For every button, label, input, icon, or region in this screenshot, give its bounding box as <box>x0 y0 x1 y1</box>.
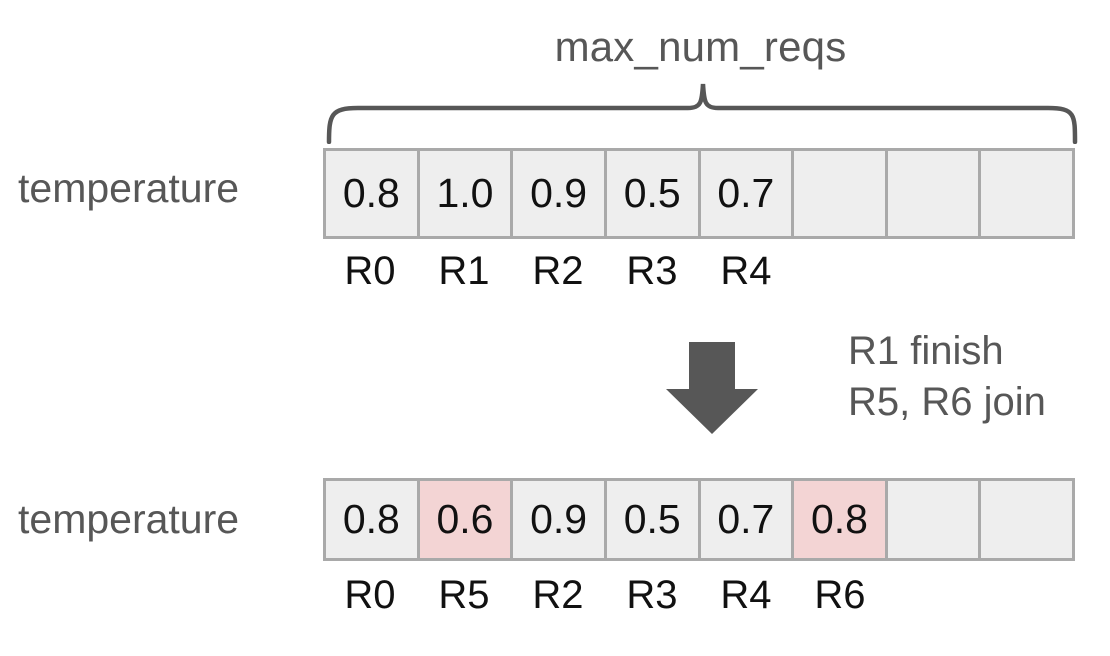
down-arrow-icon <box>666 342 758 434</box>
request-id: R3 <box>626 573 678 617</box>
temperature-buffer-before: 0.8 1.0 0.9 0.5 0.7 <box>323 148 1075 239</box>
buffer-cell[interactable]: 0.5 <box>606 481 701 558</box>
buffer-cell-empty[interactable] <box>981 481 1072 558</box>
buffer-cell[interactable]: 0.7 <box>700 481 795 558</box>
row-label-temperature-before: temperature <box>18 165 240 211</box>
request-id: R1 <box>438 249 490 293</box>
buffer-cell-empty[interactable] <box>887 481 982 558</box>
request-id: R0 <box>344 249 396 293</box>
buffer-cell-highlighted[interactable]: 0.8 <box>794 481 888 558</box>
request-id: R4 <box>720 249 772 293</box>
buffer-cell[interactable]: 0.8 <box>326 481 420 558</box>
note-line-1: R1 finish <box>848 329 1004 373</box>
request-id-empty <box>887 251 981 291</box>
buffer-cell-empty[interactable] <box>981 151 1072 236</box>
max-num-reqs-title: max_num_reqs <box>554 23 847 70</box>
request-id: R3 <box>626 249 678 293</box>
buffer-cell[interactable]: 1.0 <box>419 151 514 236</box>
request-id: R5 <box>438 573 490 617</box>
temperature-buffer-after: 0.8 0.6 0.9 0.5 0.7 0.8 <box>323 478 1075 561</box>
buffer-cell-empty[interactable] <box>794 151 888 236</box>
request-id: R0 <box>344 573 396 617</box>
row-label-temperature-after: temperature <box>18 496 240 542</box>
request-id: R2 <box>532 249 584 293</box>
request-id: R2 <box>532 573 584 617</box>
request-id-empty <box>793 251 887 291</box>
buffer-cell[interactable]: 0.5 <box>606 151 701 236</box>
curly-brace-icon <box>326 83 1078 144</box>
buffer-cell[interactable]: 0.9 <box>513 481 607 558</box>
request-id: R6 <box>814 573 866 617</box>
buffer-cell[interactable]: 0.8 <box>326 151 420 236</box>
request-id-empty <box>981 251 1075 291</box>
request-ids-before: R0 R1 R2 R3 R4 <box>323 251 1075 291</box>
buffer-cell[interactable]: 0.7 <box>700 151 795 236</box>
buffer-cell-empty[interactable] <box>887 151 982 236</box>
buffer-cell[interactable]: 0.9 <box>513 151 607 236</box>
request-id: R4 <box>720 573 772 617</box>
transition-note: R1 finish R5, R6 join <box>848 326 1046 428</box>
request-id-empty <box>887 575 981 615</box>
note-line-2: R5, R6 join <box>848 380 1046 425</box>
request-id-empty <box>981 575 1075 615</box>
request-ids-after: R0 R5 R2 R3 R4 R6 <box>323 575 1075 615</box>
buffer-cell-highlighted[interactable]: 0.6 <box>419 481 514 558</box>
